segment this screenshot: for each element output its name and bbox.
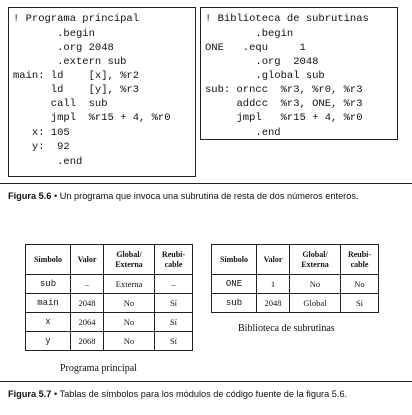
code-line: addcc %r3, ONE, %r3 — [205, 98, 363, 110]
header-relocatable: Reubi- cable — [154, 244, 193, 275]
main-table-caption: Programa principal — [60, 363, 137, 374]
cell-value: 2068 — [70, 331, 104, 351]
code-line: ld [y], %r3 — [13, 84, 140, 96]
caption-rule — [0, 183, 412, 184]
cell-symbol: y — [25, 331, 71, 351]
code-line: .begin — [13, 28, 95, 40]
code-line: ! Biblioteca de subrutinas — [205, 13, 369, 25]
cell-symbol: x — [25, 312, 71, 332]
cell-relocatable: Sí — [154, 331, 193, 351]
code-line: .org 2048 — [205, 56, 319, 68]
cell-value: 2064 — [70, 312, 104, 332]
code-line: jmpl %r15 + 4, %r0 — [13, 112, 171, 124]
cell-symbol: ONE — [211, 274, 257, 294]
code-line: y: 92 — [13, 141, 70, 153]
table-row: x 2064 No Sí — [25, 312, 193, 332]
header-symbol: Símbolo — [25, 244, 71, 275]
cell-value: – — [70, 274, 104, 294]
library-symbol-table: Símbolo Valor Global/ Externa Reubi- cab… — [211, 244, 379, 313]
header-relocatable: Reubi- cable — [340, 244, 379, 275]
header-symbol: Símbolo — [211, 244, 257, 275]
header-value: Valor — [256, 244, 290, 275]
table-row: sub – Externa – — [25, 274, 193, 294]
code-line: .extern sub — [13, 56, 127, 68]
cell-value: 1 — [256, 274, 290, 294]
header-global: Global/ Externa — [103, 244, 155, 275]
cell-relocatable: Sí — [154, 312, 193, 332]
cell-global: No — [103, 312, 155, 332]
code-line: x: 105 — [13, 127, 70, 139]
table-row: y 2068 No Sí — [25, 331, 193, 351]
code-line: main: ld [x], %r2 — [13, 70, 140, 82]
table-row: ONE 1 No No — [211, 274, 379, 294]
cell-symbol: main — [25, 293, 71, 313]
figure-label: Figura 5.6 — [8, 191, 52, 201]
cell-value: 2048 — [256, 293, 290, 313]
cell-global: Externa — [103, 274, 155, 294]
cell-symbol: sub — [25, 274, 71, 294]
header-global: Global/ Externa — [289, 244, 341, 275]
caption-text: • Tablas de símbolos para los módulos de… — [51, 389, 348, 399]
figure-5-7-caption: Figura 5.7 • Tablas de símbolos para los… — [8, 389, 408, 399]
header-value: Valor — [70, 244, 104, 275]
cell-global: No — [103, 293, 155, 313]
caption-rule — [0, 381, 412, 382]
library-table-caption: Biblioteca de subrutinas — [238, 323, 335, 334]
cell-symbol: sub — [211, 293, 257, 313]
code-line: ONE .equ 1 — [205, 42, 306, 54]
cell-global: No — [103, 331, 155, 351]
main-program-symbol-table: Símbolo Valor Global/ Externa Reubi- cab… — [25, 244, 193, 351]
figure-5-6-caption: Figura 5.6 • Un programa que invoca una … — [8, 191, 408, 201]
cell-relocatable: – — [154, 274, 193, 294]
table-row: main 2048 No Sí — [25, 293, 193, 313]
cell-relocatable: Sí — [154, 293, 193, 313]
code-line: ! Programa principal — [13, 13, 140, 25]
caption-text: • Un programa que invoca una subrutina d… — [51, 191, 359, 201]
table-row: sub 2048 Global Sí — [211, 293, 379, 313]
cell-global: Global — [289, 293, 341, 313]
subroutine-library-listing: ! Biblioteca de subrutinas .begin ONE .e… — [200, 7, 398, 140]
figure-label: Figura 5.7 — [8, 389, 52, 399]
code-line: .org 2048 — [13, 42, 114, 54]
main-program-listing: ! Programa principal .begin .org 2048 .e… — [8, 7, 196, 177]
cell-relocatable: No — [340, 274, 379, 294]
code-line: .global sub — [205, 70, 325, 82]
cell-relocatable: Sí — [340, 293, 379, 313]
code-line: .end — [13, 156, 83, 168]
code-line: .begin — [205, 28, 294, 40]
code-line: jmpl %r15 + 4, %r0 — [205, 112, 363, 124]
code-line: sub: orncc %r3, %r0, %r3 — [205, 84, 363, 96]
cell-global: No — [289, 274, 341, 294]
cell-value: 2048 — [70, 293, 104, 313]
code-line: call sub — [13, 98, 108, 110]
code-line: .end — [205, 127, 281, 139]
